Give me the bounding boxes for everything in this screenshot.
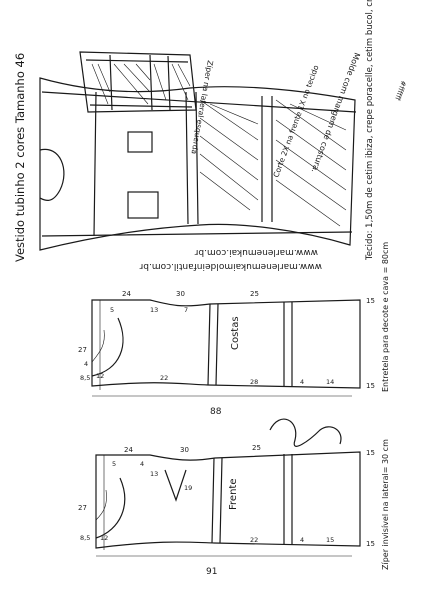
back-m-11: 22: [160, 374, 168, 382]
back-m-13: 4: [300, 378, 304, 386]
front-m-1: 24: [124, 446, 133, 454]
front-m-14: 15: [326, 536, 334, 544]
url-text-1: www.marlenemukai.com.br: [194, 247, 318, 257]
pattern-title: Vestido tubinho 2 cores Tamanho 46: [13, 53, 27, 262]
front-m-10: 19: [184, 484, 192, 492]
back-pattern: [91, 299, 361, 397]
back-m-15: 8,5: [80, 374, 90, 382]
back-label: Costas: [230, 316, 241, 350]
front-dart: [164, 469, 187, 502]
front-panel-lines: [211, 454, 293, 544]
front-m-5: 15: [366, 540, 375, 548]
back-m-3: 25: [250, 290, 259, 298]
back-m-7: 5: [110, 306, 114, 314]
dress-illustration: [39, 51, 357, 251]
back-m-16: 4: [84, 360, 88, 368]
front-neckline: [95, 489, 107, 521]
back-m-1: 24: [122, 290, 131, 298]
front-length: 91: [206, 567, 217, 577]
back-m-8: 13: [150, 306, 158, 314]
front-m-13: 4: [300, 536, 304, 544]
back-m-12: 28: [250, 378, 258, 386]
pocket-sketch: [127, 131, 153, 153]
back-panel-lines: [207, 302, 293, 386]
small-dress-bands: [85, 59, 193, 108]
front-m-11: 12: [100, 534, 108, 542]
back-armhole: [91, 317, 124, 377]
front-pattern: [95, 451, 361, 557]
back-m-2: 30: [176, 290, 185, 298]
fabric-note: Tecido: 1,50m de cetim ibiza, crepe pora…: [365, 0, 375, 261]
front-m-8: 4: [140, 460, 144, 468]
front-outline: [95, 451, 361, 549]
pocket-sketch-2: [127, 191, 159, 219]
front-dimension-lines: [96, 455, 352, 557]
back-m-6: 27: [78, 346, 87, 354]
back-m-9: 7: [184, 306, 188, 314]
neckline: [39, 148, 65, 201]
zipper-invisible-note: Zíper invisível na lateral= 30 cm: [381, 439, 390, 570]
front-m-3: 25: [252, 444, 261, 452]
interfacing-note: Entretela para decote e cava = 80cm: [381, 242, 390, 392]
front-m-7: 5: [112, 460, 116, 468]
front-armhole: [95, 477, 126, 539]
back-m-5: 15: [366, 382, 375, 390]
back-m-10: 12: [96, 372, 104, 380]
front-m-4: 15: [366, 449, 375, 457]
large-dress-outline: [39, 77, 356, 251]
front-m-12: 22: [250, 536, 258, 544]
back-m-14: 14: [326, 378, 334, 386]
front-m-2: 30: [180, 446, 189, 454]
small-dress-panels: [109, 54, 171, 111]
small-dress-hatch: [91, 63, 191, 105]
back-neckline: [91, 329, 105, 363]
front-label: Frente: [228, 479, 239, 510]
back-length: 88: [210, 407, 222, 417]
large-dress-hatch: [199, 99, 347, 227]
front-m-15: 8,5: [80, 534, 90, 542]
back-m-4: 15: [366, 297, 375, 305]
paper-color: #ffffff: [393, 79, 408, 101]
back-dimension-lines: [92, 300, 352, 397]
front-m-9: 13: [150, 470, 158, 478]
signature: [269, 418, 342, 447]
url-text-2: www.marlenemukaimoldeinfantil.com.br: [139, 261, 322, 271]
large-dress-panels: [93, 91, 273, 237]
back-outline: [91, 299, 361, 389]
front-m-6: 27: [78, 504, 87, 512]
